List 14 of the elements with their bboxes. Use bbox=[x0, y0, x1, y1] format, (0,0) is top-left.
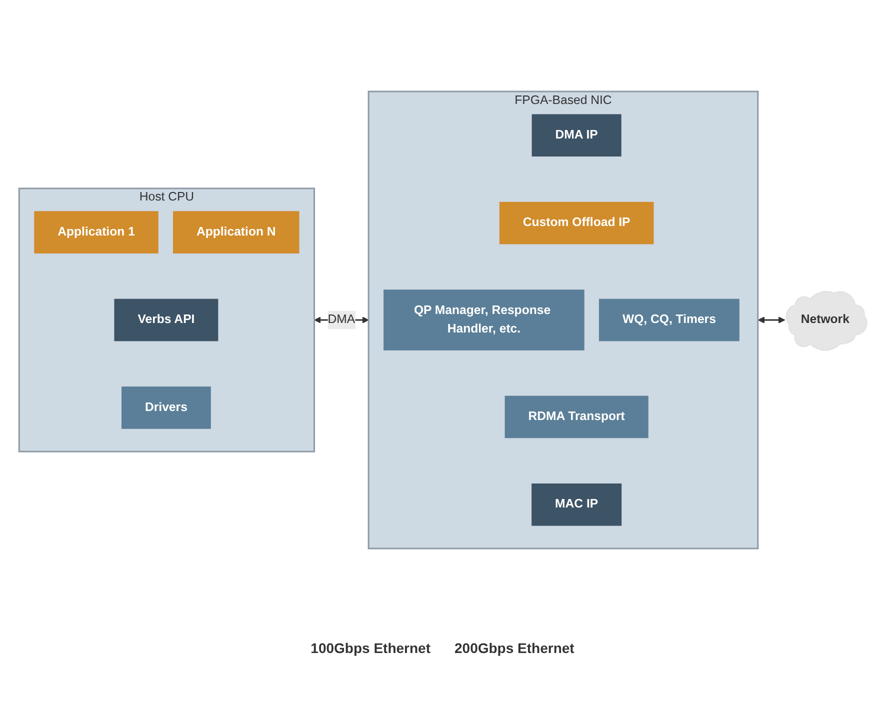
node-box: Drivers bbox=[121, 386, 210, 429]
node-box: QP Manager, Response Handler, etc. bbox=[383, 290, 584, 350]
ethernet-speed-label: 200Gbps Ethernet bbox=[454, 640, 574, 656]
node-box: Application N bbox=[172, 211, 299, 254]
node-box: Application 1 bbox=[34, 211, 158, 254]
node-box: DMA IP bbox=[531, 114, 621, 156]
ethernet-speed-label: 100Gbps Ethernet bbox=[310, 640, 430, 656]
arrow bbox=[757, 316, 785, 324]
node-box: WQ, CQ, Timers bbox=[598, 298, 739, 342]
node-box: MAC IP bbox=[531, 484, 622, 526]
node-box: RDMA Transport bbox=[504, 396, 648, 438]
node-box: Verbs API bbox=[114, 298, 218, 342]
edge-label: DMA bbox=[327, 313, 355, 326]
node-box: Custom Offload IP bbox=[498, 202, 654, 244]
